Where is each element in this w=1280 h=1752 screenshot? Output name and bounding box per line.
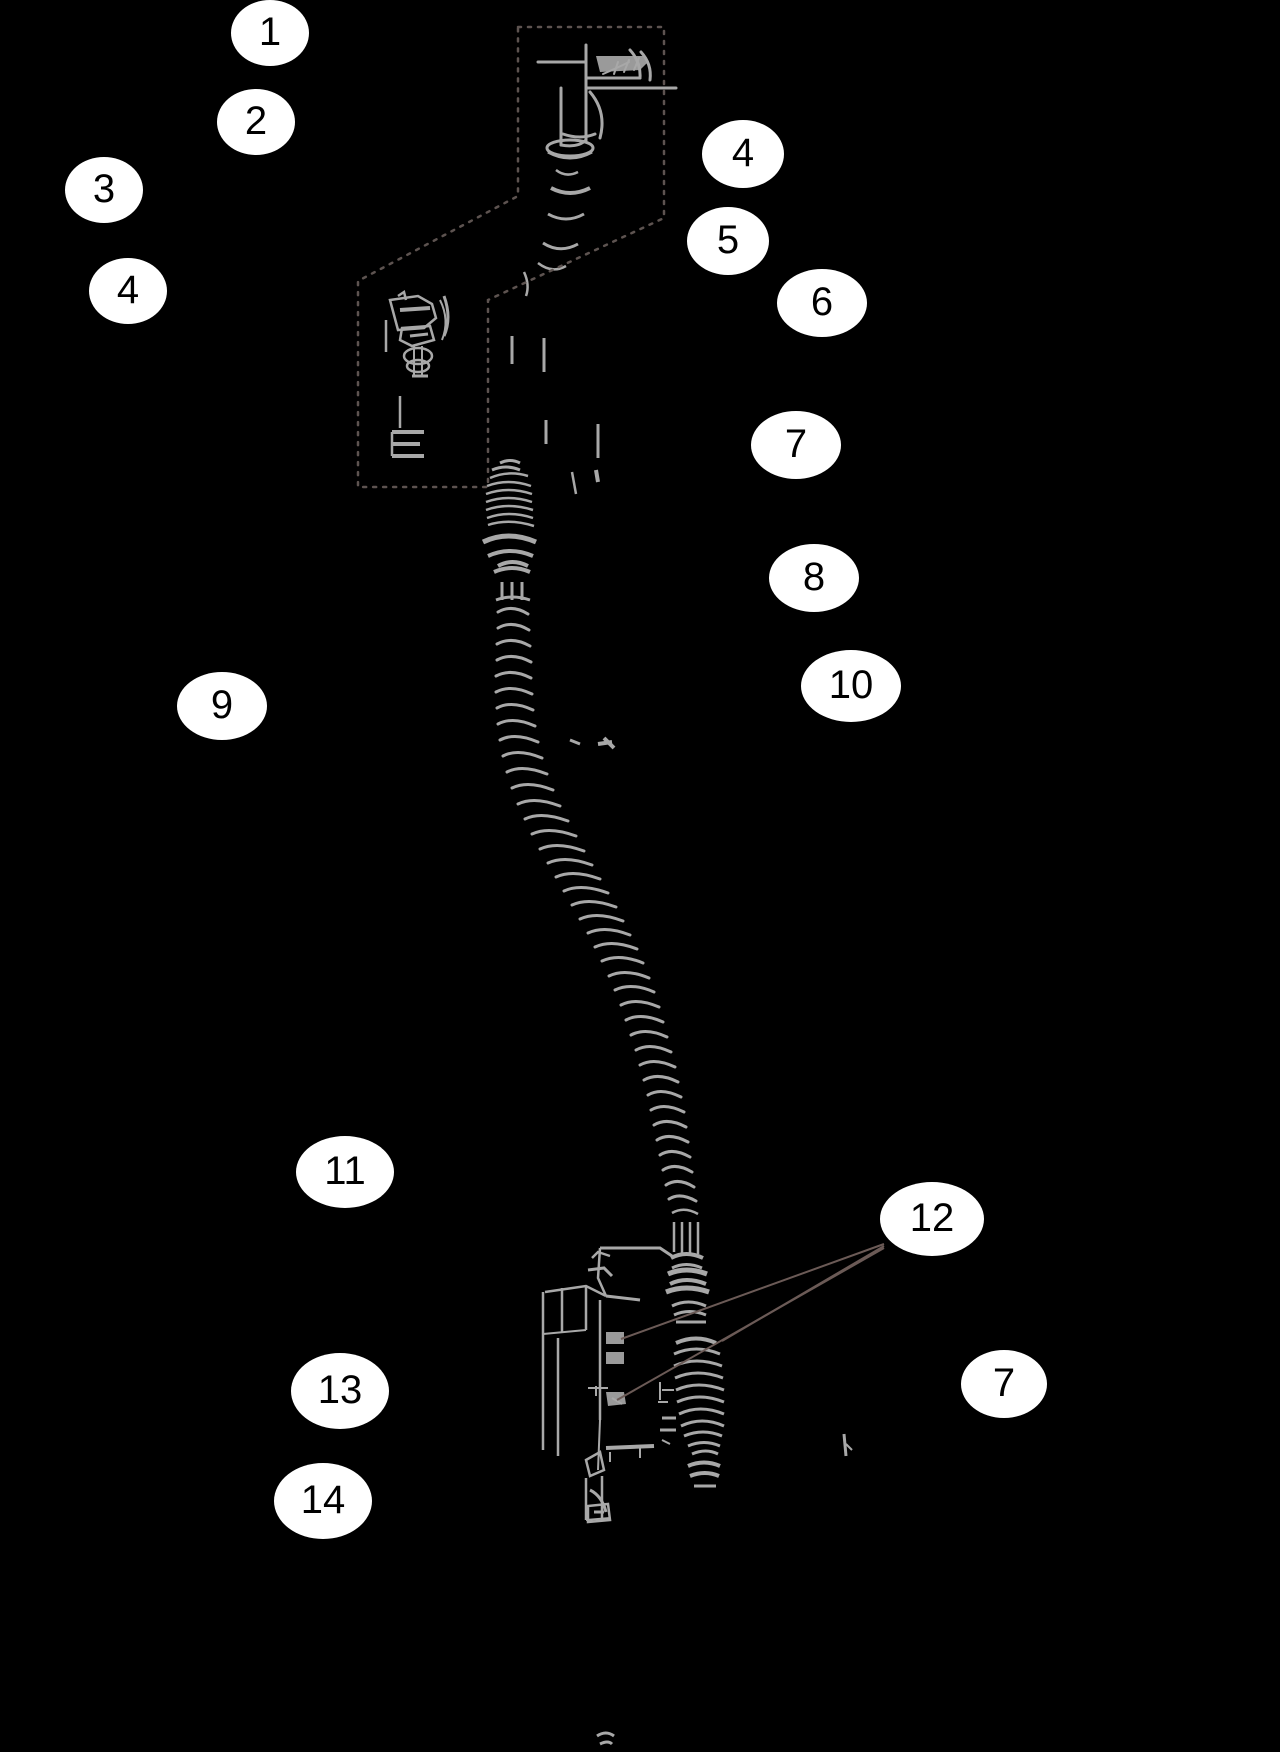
upper-hose-collar-stack: [522, 138, 595, 297]
lower-bellows-boot: [673, 1336, 725, 1488]
callout-number: 12: [909, 1196, 955, 1240]
callout-bubble-4[interactable]: 4: [89, 258, 167, 324]
callout-number: 6: [810, 280, 834, 324]
callout-number: 3: [92, 167, 116, 211]
upper-assembly-lever: [536, 43, 678, 148]
callout-number: 9: [210, 683, 234, 727]
upper-bracket-housing: [384, 289, 450, 458]
callout-12-leader-lines: [616, 1243, 885, 1401]
callout-bubble-8[interactable]: 8: [769, 544, 859, 612]
callout-bubble-11[interactable]: 11: [296, 1136, 394, 1208]
callout-bubble-3[interactable]: 3: [65, 157, 143, 223]
callout-number: 7: [992, 1361, 1016, 1405]
callout-bubble-5[interactable]: 5: [687, 207, 769, 275]
callout-number: 8: [802, 555, 826, 599]
callout-bubble-14[interactable]: 14: [274, 1463, 372, 1539]
callout-number: 7: [784, 422, 808, 466]
callout-number: 4: [731, 131, 755, 175]
threaded-hose-fitting: [481, 459, 537, 602]
callout-number: 5: [716, 218, 740, 262]
flexible-corrugated-conduit: [494, 607, 698, 1203]
callout-number: 1: [258, 10, 282, 54]
callout-bubble-10[interactable]: 10: [801, 650, 901, 722]
callout-number: 11: [324, 1149, 366, 1193]
callout-bubble-9[interactable]: 9: [177, 672, 267, 740]
callout-number: 10: [828, 663, 874, 707]
callout-bubble-12[interactable]: 12: [880, 1182, 984, 1256]
upper-right-panel-lines: [510, 336, 616, 750]
lower-housing-bracket: [541, 1246, 853, 1746]
callout-bubble-7[interactable]: 7: [751, 411, 841, 479]
callout-bubble-13[interactable]: 13: [291, 1353, 389, 1429]
callout-bubble-2[interactable]: 2: [217, 89, 295, 155]
callout-bubble-6[interactable]: 6: [777, 269, 867, 337]
callout-number: 4: [116, 268, 140, 312]
callout-bubble-7[interactable]: 7: [961, 1350, 1047, 1418]
callout-number: 2: [244, 99, 268, 143]
callout-bubble-4[interactable]: 4: [702, 120, 784, 188]
detail-region-outline: [356, 25, 666, 489]
conduit-lower-end-fitting: [665, 1208, 710, 1324]
callout-number: 13: [317, 1368, 363, 1412]
callout-bubble-1[interactable]: 1: [231, 0, 309, 66]
callout-number: 14: [300, 1478, 346, 1522]
